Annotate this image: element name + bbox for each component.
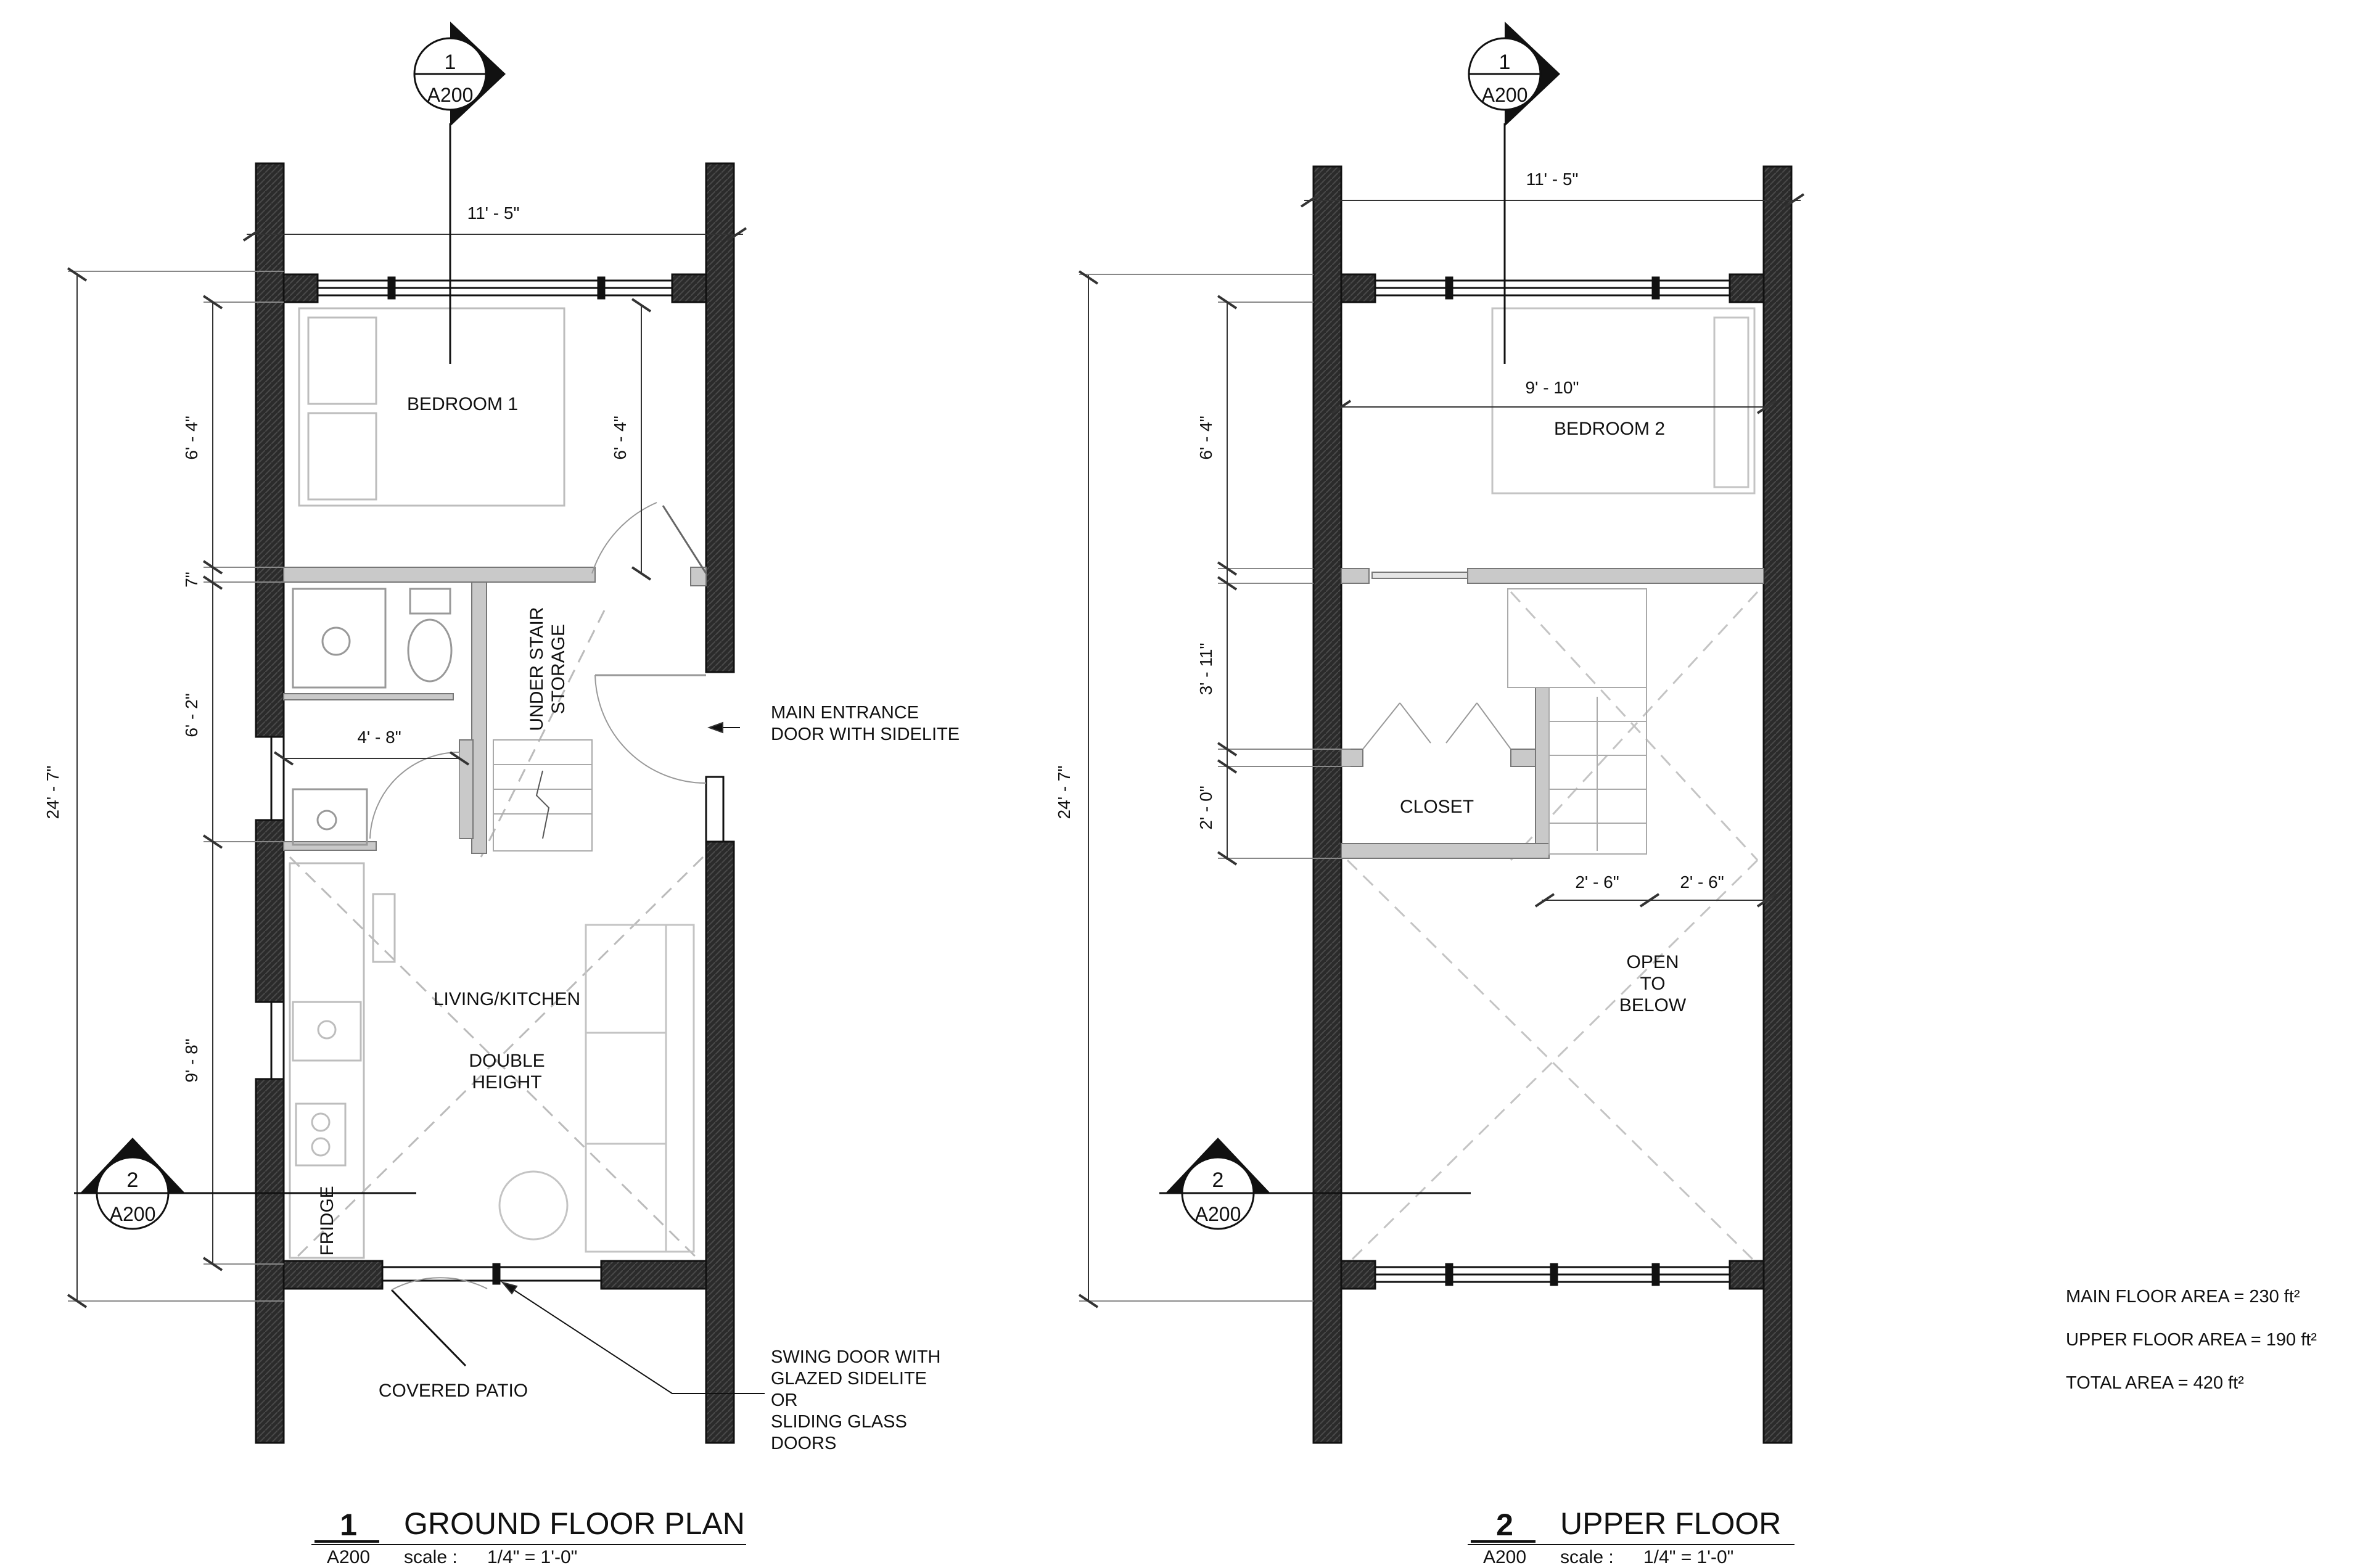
section-tag-reference: A200	[1482, 84, 1528, 106]
dim-stair-b: 2' - 6"	[1680, 872, 1724, 892]
dim-left-living: 9' - 8"	[182, 1038, 201, 1082]
ground-interior-partitions	[283, 567, 707, 854]
note-swing-door-1: SWING DOOR WITH	[771, 1347, 940, 1367]
title-scale-label: scale :	[404, 1547, 458, 1567]
room-label-living-kitchen: LIVING/KITCHEN	[434, 989, 580, 1009]
dim-left-bath: 6' - 2"	[182, 693, 201, 737]
dim-left-wall: 7"	[182, 572, 201, 588]
bathroom-fixtures	[292, 588, 453, 846]
note-main-entrance-1: MAIN ENTRANCE	[771, 703, 919, 723]
room-label-to: TO	[1640, 974, 1665, 994]
ground-top-window	[316, 276, 673, 300]
main-entrance-door	[591, 502, 707, 784]
upper-interior-partitions	[1341, 568, 1764, 859]
ground-floor-plan: 1 A200 2 A200 11' - 5" 24' - 7" 6' - 4" …	[43, 22, 960, 1567]
title-reference: A200	[327, 1547, 370, 1567]
note-swing-door-4: SLIDING GLASS	[771, 1412, 907, 1432]
dim-inner-bedroom: 6' - 4"	[610, 416, 630, 459]
dim-top-width: 11' - 5"	[467, 203, 520, 223]
section-tag-reference: A200	[1195, 1203, 1241, 1225]
dim-overall-height: 24' - 7"	[43, 766, 62, 819]
kitchen-fixtures	[289, 862, 396, 1259]
closet-doors	[1362, 702, 1511, 750]
room-label-closet: CLOSET	[1400, 797, 1474, 817]
title-reference: A200	[1483, 1547, 1526, 1567]
area-upper-floor: UPPER FLOOR AREA = 190 ft²	[2066, 1330, 2317, 1350]
upper-section-tag-side: 2 A200	[1166, 1138, 1270, 1230]
dim-bath-width: 4' - 8"	[357, 728, 401, 747]
double-height-cross	[289, 610, 704, 1265]
section-tag-number: 2	[1212, 1168, 1224, 1192]
section-tag-number: 1	[445, 51, 456, 74]
title-scale-label: scale :	[1560, 1547, 1614, 1567]
ground-dimension-lines	[67, 123, 765, 1394]
ground-patio-door	[381, 1263, 602, 1367]
bathroom-door	[369, 752, 460, 839]
room-label-storage: STORAGE	[548, 624, 569, 714]
title-name: UPPER FLOOR	[1560, 1506, 1781, 1541]
room-label-bedroom-2: BEDROOM 2	[1554, 419, 1665, 439]
room-label-bedroom-1: BEDROOM 1	[407, 394, 518, 414]
area-schedule: MAIN FLOOR AREA = 230 ft² UPPER FLOOR AR…	[2066, 1287, 2317, 1393]
title-name: GROUND FLOOR PLAN	[404, 1506, 745, 1541]
room-label-under-stair: UNDER STAIR	[527, 607, 547, 731]
upper-exterior-walls	[1312, 165, 1793, 1444]
note-main-entrance-2: DOOR WITH SIDELITE	[771, 724, 960, 744]
open-to-below-cross	[1346, 591, 1759, 1265]
dim-left-closet: 2' - 0"	[1196, 786, 1215, 829]
upper-title-block: 2 UPPER FLOOR A200 scale : 1/4" = 1'-0"	[1468, 1506, 1794, 1567]
upper-stair	[1507, 588, 1647, 855]
title-scale: 1/4" = 1'-0"	[1643, 1547, 1733, 1567]
title-number: 1	[340, 1508, 357, 1542]
room-label-double: DOUBLE	[469, 1051, 545, 1071]
title-scale: 1/4" = 1'-0"	[487, 1547, 577, 1567]
upper-section-tag-top: 1 A200	[1468, 22, 1560, 126]
section-tag-reference: A200	[427, 84, 474, 106]
room-label-below: BELOW	[1619, 995, 1687, 1016]
bedroom-1-furniture	[298, 307, 565, 507]
title-number: 2	[1496, 1508, 1513, 1542]
upper-dimension-lines	[1078, 123, 1805, 1308]
ground-title-block: 1 GROUND FLOOR PLAN A200 scale : 1/4" = …	[311, 1506, 746, 1567]
section-tag-reference: A200	[110, 1203, 156, 1225]
dim-left-hall: 3' - 11"	[1196, 643, 1215, 696]
note-swing-door-5: DOORS	[771, 1434, 836, 1453]
section-tag-number: 2	[127, 1168, 139, 1192]
upper-floor-plan: 1 A200 2 A200 11' - 5" 9' - 10" 24' - 7"…	[1054, 22, 1805, 1567]
dim-stair-a: 2' - 6"	[1575, 872, 1619, 892]
note-swing-door-2: GLAZED SIDELITE	[771, 1369, 927, 1389]
ground-section-tag-side: 2 A200	[80, 1138, 185, 1230]
dim-left-bedroom: 6' - 4"	[1196, 416, 1215, 459]
room-label-covered-patio: COVERED PATIO	[379, 1381, 528, 1401]
upper-windows	[1374, 276, 1731, 1286]
ground-exterior-walls	[255, 162, 735, 1444]
appliance-label-fridge: FRIDGE	[317, 1186, 337, 1255]
note-swing-door-3: OR	[771, 1390, 798, 1410]
bedroom-2-furniture	[1491, 307, 1756, 495]
section-tag-number: 1	[1499, 51, 1511, 74]
dim-inner-width: 9' - 10"	[1526, 378, 1579, 397]
dim-top-width: 11' - 5"	[1526, 170, 1579, 189]
dim-left-bedroom: 6' - 4"	[182, 416, 201, 459]
area-main-floor: MAIN FLOOR AREA = 230 ft²	[2066, 1287, 2300, 1307]
dim-overall-height: 24' - 7"	[1054, 766, 1074, 819]
ground-stair	[493, 739, 593, 852]
room-label-open: OPEN	[1626, 952, 1679, 972]
living-furniture	[498, 924, 695, 1253]
room-label-height: HEIGHT	[472, 1072, 541, 1093]
ground-section-tag-top: 1 A200	[413, 22, 506, 126]
area-total: TOTAL AREA = 420 ft²	[2066, 1373, 2244, 1393]
